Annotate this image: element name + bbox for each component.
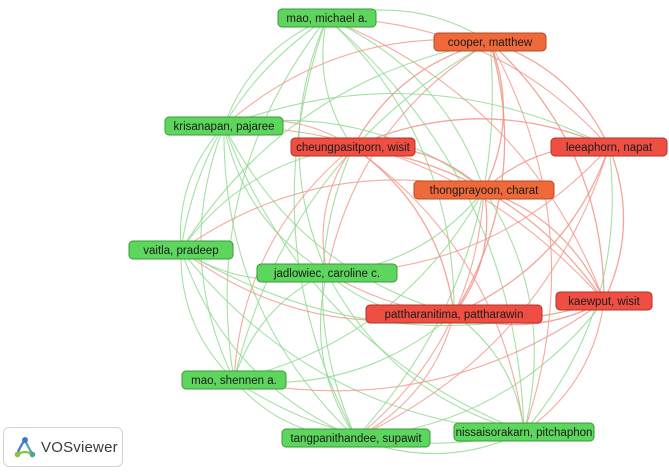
- edge-leeaphorn_napat-kaewput_wisit: [603, 146, 625, 302]
- node-tangpanithandee-supawit[interactable]: tangpanithandee, supawit: [281, 428, 431, 448]
- node-box: [555, 291, 653, 311]
- node-box: [550, 137, 668, 157]
- edge-thongprayoon_charat-tangpanithandee_supawit: [355, 189, 485, 439]
- edge-kaewput_wisit-nissaisorakarn_pitchaphon: [523, 300, 605, 433]
- edge-mao_michael-nissaisorakarn_pitchaphon: [326, 17, 525, 433]
- vosviewer-brand-text: VOSviewer: [41, 438, 118, 456]
- edge-krisanapan_pajaree-tangpanithandee_supawit: [223, 125, 357, 439]
- edge-thongprayoon_charat-jadlowiec_caroline: [326, 189, 485, 274]
- node-box: [181, 370, 287, 390]
- node-thongprayoon-charat[interactable]: thongprayoon, charat: [413, 180, 555, 200]
- edge-cheungpasitporn_wisit-mao_shennen: [233, 146, 354, 381]
- edge-thongprayoon_charat-mao_shennen: [233, 189, 485, 381]
- edge-mao_michael-mao_shennen: [226, 17, 328, 381]
- edge-kaewput_wisit-mao_shennen: [233, 300, 605, 392]
- node-label: nissaisorakarn, pitchaphon: [456, 427, 593, 439]
- node-mao-shennen[interactable]: mao, shennen a.: [181, 370, 287, 390]
- edge-jadlowiec_caroline-tangpanithandee_supawit: [319, 272, 357, 439]
- edge-leeaphorn_napat-pattharanitima_pattharawin: [453, 146, 610, 315]
- node-label: krisanapan, pajaree: [173, 121, 274, 133]
- node-label: tangpanithandee, supawit: [290, 433, 422, 445]
- node-box: [164, 116, 284, 136]
- node-box: [281, 428, 431, 448]
- edge-cheungpasitporn_wisit-tangpanithandee_supawit: [321, 146, 357, 439]
- node-krisanapan-pajaree[interactable]: krisanapan, pajaree: [164, 116, 284, 136]
- edge-thongprayoon_charat-pattharanitima_pattharawin: [453, 189, 488, 315]
- edge-cooper_matthew-kaewput_wisit: [489, 41, 605, 302]
- node-box: [433, 32, 547, 52]
- node-label: pattharanitima, pattharawin: [385, 309, 524, 321]
- node-box: [453, 422, 595, 442]
- nodes-layer: mao, michael a. cooper, matthew krisanapan…: [128, 8, 668, 448]
- node-kaewput-wisit[interactable]: kaewput, wisit: [555, 291, 653, 311]
- node-leeaphorn-napat[interactable]: leeaphorn, napat: [550, 137, 668, 157]
- edge-krisanapan_pajaree-jadlowiec_caroline: [223, 125, 328, 274]
- edge-cooper_matthew-tangpanithandee_supawit: [355, 41, 493, 439]
- edge-cooper_matthew-mao_shennen: [233, 41, 491, 381]
- edge-krisanapan_pajaree-vaitla_pradeep: [179, 125, 225, 251]
- vosviewer-logo-icon: [14, 437, 36, 458]
- node-label: leeaphorn, napat: [566, 142, 653, 154]
- edge-mao_michael-tangpanithandee_supawit: [293, 17, 357, 439]
- node-label: mao, shennen a.: [191, 375, 277, 387]
- node-nissaisorakarn-pitchaphon[interactable]: nissaisorakarn, pitchaphon: [453, 422, 595, 442]
- edge-cheungpasitporn_wisit-leeaphorn_napat: [352, 118, 610, 148]
- vosviewer-badge[interactable]: VOSviewer: [3, 427, 123, 467]
- edge-cooper_matthew-vaitla_pradeep: [180, 41, 491, 251]
- edge-pattharanitima_pattharawin-tangpanithandee_supawit: [355, 313, 455, 439]
- edge-cooper_matthew-jadlowiec_caroline: [326, 41, 491, 274]
- node-label: jadlowiec, caroline c.: [273, 268, 380, 280]
- node-label: cooper, matthew: [448, 37, 533, 49]
- edge-cheungpasitporn_wisit-pattharanitima_pattharawin: [352, 146, 455, 315]
- node-mao-michael[interactable]: mao, michael a.: [277, 8, 377, 28]
- edge-vaitla_pradeep-tangpanithandee_supawit: [180, 249, 357, 439]
- node-label: vaitla, pradeep: [143, 245, 218, 257]
- node-label: mao, michael a.: [286, 13, 367, 25]
- node-label: thongprayoon, charat: [430, 185, 539, 197]
- edge-krisanapan_pajaree-leeaphorn_napat: [223, 92, 610, 148]
- edge-mao_michael-cheungpasitporn_wisit: [322, 17, 354, 148]
- edge-mao_michael-thongprayoon_charat: [326, 17, 485, 191]
- edge-jadlowiec_caroline-nissaisorakarn_pitchaphon: [326, 272, 525, 433]
- edge-krisanapan_pajaree-kaewput_wisit: [223, 125, 605, 302]
- node-box: [128, 240, 234, 260]
- edge-cooper_matthew-leeaphorn_napat: [489, 41, 610, 148]
- node-box: [290, 137, 416, 157]
- node-cheungpasitporn-wisit[interactable]: cheungpasitporn, wisit: [290, 137, 416, 157]
- edge-mao_michael-kaewput_wisit: [326, 17, 605, 302]
- node-box: [413, 180, 555, 200]
- node-pattharanitima-pattharawin[interactable]: pattharanitima, pattharawin: [365, 304, 543, 324]
- node-label: kaewput, wisit: [568, 296, 640, 308]
- edge-pattharanitima_pattharawin-nissaisorakarn_pitchaphon: [453, 313, 525, 433]
- node-box: [365, 304, 543, 324]
- node-label: cheungpasitporn, wisit: [296, 142, 411, 154]
- edge-krisanapan_pajaree-pattharanitima_pattharawin: [223, 125, 455, 315]
- node-jadlowiec-caroline[interactable]: jadlowiec, caroline c.: [256, 263, 398, 283]
- node-cooper-matthew[interactable]: cooper, matthew: [433, 32, 547, 52]
- edge-cooper_matthew-nissaisorakarn_pitchaphon: [489, 41, 553, 433]
- edge-vaitla_pradeep-mao_shennen: [180, 249, 235, 381]
- node-box: [277, 8, 377, 28]
- node-box: [256, 263, 398, 283]
- node-vaitla-pradeep[interactable]: vaitla, pradeep: [128, 240, 234, 260]
